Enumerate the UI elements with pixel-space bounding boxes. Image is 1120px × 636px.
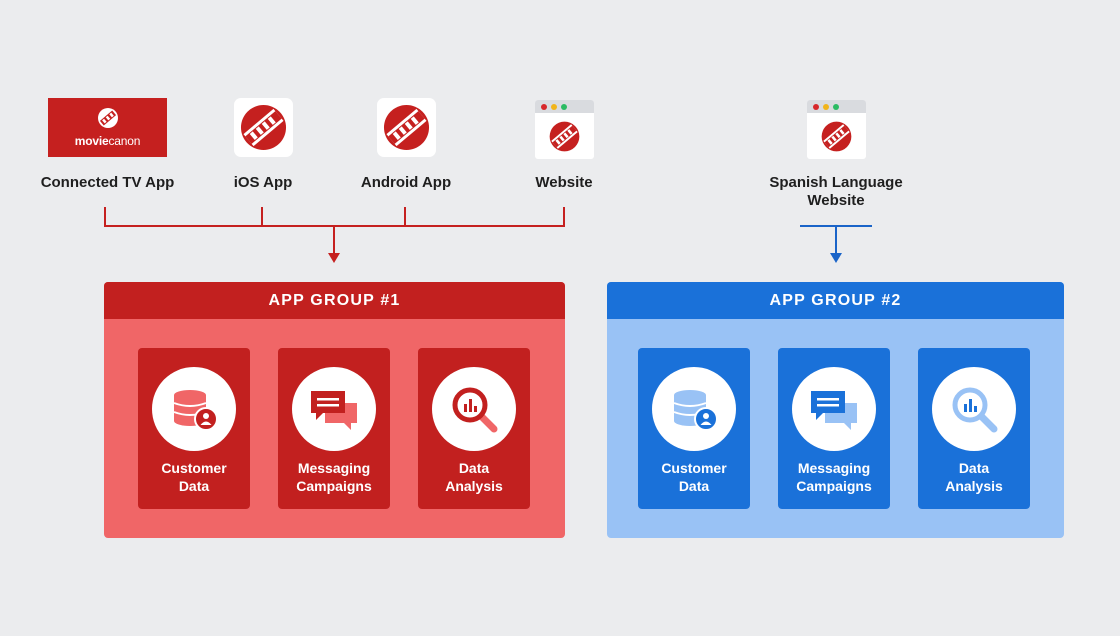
browser-dot-icon: [551, 104, 557, 110]
card-label-line1: Data: [958, 460, 990, 476]
card-label-line2: Analysis: [945, 478, 1003, 494]
red-connector: [104, 207, 565, 254]
spanish-website-tile: [807, 100, 866, 159]
customer-data-label: Customer Data: [138, 459, 250, 495]
website-tile: [535, 100, 594, 159]
red-arrow-head: [328, 253, 340, 263]
card-label-line2: Analysis: [445, 478, 503, 494]
brand-logo-bold: movie: [74, 134, 109, 148]
browser-toolbar: [535, 100, 594, 113]
film-reel-icon: [98, 108, 118, 128]
brand-logo-text: moviecanon: [48, 134, 167, 148]
card-label-line2: Campaigns: [796, 478, 872, 494]
browser-dot-icon: [823, 104, 829, 110]
icon-circle: [152, 367, 236, 451]
data-analysis-card: Data Analysis: [918, 348, 1030, 509]
browser-dot-icon: [541, 104, 547, 110]
card-label-line1: Customer: [661, 460, 727, 476]
browser-dot-icon: [813, 104, 819, 110]
database-user-icon: [173, 390, 218, 431]
spanish-website-label: Spanish Language Website: [756, 174, 916, 210]
brand-logo-light: canon: [108, 134, 141, 148]
card-label-line1: Data: [458, 460, 490, 476]
browser-toolbar: [807, 100, 866, 113]
chat-bubbles-icon: [811, 391, 857, 430]
app-group-2-title: APP GROUP #2: [607, 282, 1064, 319]
film-reel-icon: [240, 104, 287, 151]
film-reel-icon: [821, 121, 852, 152]
data-analysis-card: Data Analysis: [418, 348, 530, 509]
card-label-line1: Messaging: [297, 460, 371, 476]
connected-tv-logo-tile: moviecanon: [48, 98, 167, 157]
connected-tv-app-label: Connected TV App: [40, 174, 175, 191]
card-label-line1: Messaging: [797, 460, 871, 476]
app-group-2: APP GROUP #2 Customer Data: [607, 282, 1064, 538]
spanish-label-line1: Spanish Language: [769, 174, 903, 191]
database-user-icon: [673, 390, 718, 431]
data-analysis-label: Data Analysis: [418, 459, 530, 495]
film-reel-icon: [383, 104, 430, 151]
app-group-1-title: APP GROUP #1: [104, 282, 565, 319]
customer-data-label: Customer Data: [638, 459, 750, 495]
messaging-campaigns-label: Messaging Campaigns: [278, 459, 390, 495]
film-reel-icon: [549, 121, 580, 152]
messaging-campaigns-card: Messaging Campaigns: [778, 348, 890, 509]
icon-circle: [432, 367, 516, 451]
card-label-line2: Data: [178, 478, 210, 494]
android-app-tile: [377, 98, 436, 157]
magnifier-chart-icon: [952, 387, 998, 433]
card-label-line2: Data: [678, 478, 710, 494]
browser-dot-icon: [561, 104, 567, 110]
android-app-label: Android App: [360, 174, 452, 191]
messaging-campaigns-card: Messaging Campaigns: [278, 348, 390, 509]
card-label-line1: Customer: [161, 460, 227, 476]
blue-connector: [800, 225, 872, 254]
blue-arrow-head: [830, 253, 842, 263]
icon-circle: [292, 367, 376, 451]
card-label-line2: Campaigns: [296, 478, 372, 494]
spanish-label-line2: Website: [807, 192, 865, 209]
customer-data-card: Customer Data: [138, 348, 250, 509]
chat-bubbles-icon: [311, 391, 357, 430]
ios-app-label: iOS App: [233, 174, 293, 191]
ios-app-tile: [234, 98, 293, 157]
icon-circle: [652, 367, 736, 451]
icon-circle: [792, 367, 876, 451]
icon-circle: [932, 367, 1016, 451]
browser-dot-icon: [833, 104, 839, 110]
messaging-campaigns-label: Messaging Campaigns: [778, 459, 890, 495]
app-group-1: APP GROUP #1 Customer Data: [104, 282, 565, 538]
data-analysis-label: Data Analysis: [918, 459, 1030, 495]
customer-data-card: Customer Data: [638, 348, 750, 509]
magnifier-chart-icon: [452, 387, 498, 433]
website-label: Website: [535, 174, 593, 191]
